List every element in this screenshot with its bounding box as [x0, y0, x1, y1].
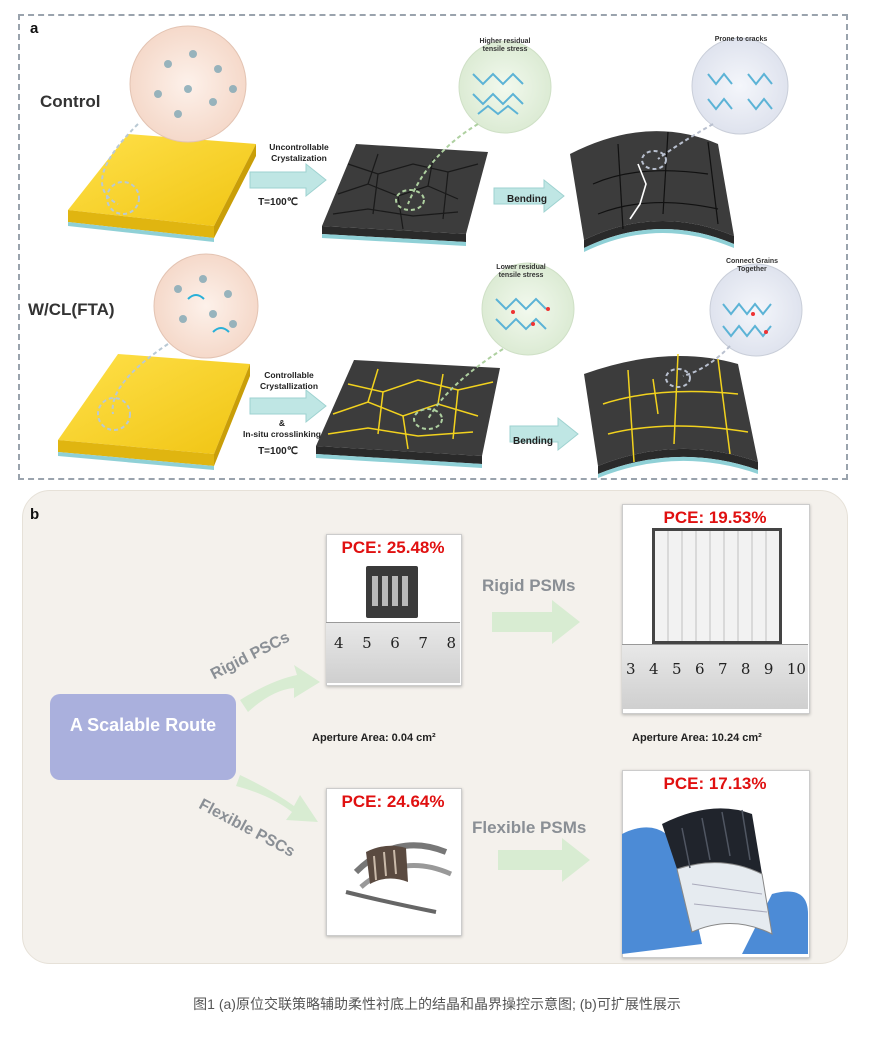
ruler-2-tick: 8 [740, 660, 751, 678]
process-label-fta-2: In-situ crosslinking [243, 429, 321, 439]
ruler-1-tick: 5 [362, 634, 372, 652]
substrate-fta [58, 354, 250, 470]
process-label-control: Uncontrollable Crystalization [269, 142, 329, 163]
temp-label-fta: T=100℃ [258, 446, 298, 457]
pce-rigid-psm: PCE: 19.53% [663, 508, 767, 527]
ruler-1-tick: 8 [446, 634, 456, 652]
ruler-1-tick: 7 [418, 634, 428, 652]
molecule-bubble-fta [153, 253, 259, 359]
pce-rigid-psc: PCE: 25.48% [341, 538, 445, 557]
ruler-2-tick: 10 [786, 660, 806, 678]
arrow-control-1 [249, 162, 327, 198]
ruler-2-tick: 4 [648, 660, 659, 678]
row-label-control: Control [40, 92, 101, 111]
process-label-fta-amp: & [278, 418, 286, 428]
ruler-2-tick: 5 [671, 660, 682, 678]
ruler-2 [622, 644, 808, 709]
flexible-psms-label: Flexible PSMs [472, 818, 587, 837]
route-box [50, 694, 236, 780]
bend-label-fta: Bending [513, 436, 553, 447]
bubble-text-lower-stress: Lower residual tensile stress [496, 264, 546, 279]
ruler-1 [326, 622, 460, 683]
row-label-fta: W/CL(FTA) [28, 300, 115, 319]
bubble-text-prone-cracks: Prone to cracks [714, 36, 768, 43]
ruler-1-numbers: 4 5 6 7 8 [334, 634, 456, 652]
panel-a-frame [18, 14, 848, 480]
ruler-1-tick: 4 [334, 634, 344, 652]
figure-caption: 图1 (a)原位交联策略辅助柔性衬底上的结晶和晶界操控示意图; (b)可扩展性展… [193, 996, 681, 1012]
aperture-large-label: Aperture Area: 10.24 cm² [632, 732, 762, 744]
temp-label-control: T=100℃ [258, 197, 298, 208]
process-label-fta-1: Controllable Crystallization [259, 370, 319, 391]
route-text: A Scalable Route [69, 715, 217, 735]
film-control [322, 144, 488, 246]
stress-bubble-fta [481, 262, 575, 356]
ruler-2-numbers: 3 4 5 6 7 8 9 10 [626, 660, 806, 678]
panel-b-arrows [236, 600, 590, 882]
ruler-2-tick: 7 [717, 660, 728, 678]
stress-bubble-control [458, 40, 552, 134]
bent-flex-cell-image [345, 842, 453, 914]
arrow-control-2 [493, 178, 565, 214]
bent-film-fta [584, 353, 758, 478]
flexible-module-image [622, 808, 808, 954]
ruler-2-tick: 3 [626, 660, 636, 678]
connect-bubble-fta [709, 263, 803, 357]
arrow-fta-1 [249, 388, 327, 424]
film-fta [316, 360, 500, 468]
bent-film-control [570, 131, 734, 252]
ruler-2-tick: 9 [763, 660, 774, 678]
small-cell-device [366, 566, 418, 618]
pce-flex-psm: PCE: 17.13% [663, 774, 767, 793]
bubble-text-connect-grains: Connect Grains Together [725, 258, 779, 273]
ruler-1-tick: 6 [390, 634, 400, 652]
ruler-2-tick: 6 [694, 660, 705, 678]
bubble-text-higher-stress: Higher residual tensile stress [479, 38, 531, 53]
aperture-small-label: Aperture Area: 0.04 cm² [312, 732, 436, 744]
arrow-fta-2 [509, 416, 579, 452]
bend-label-control: Bending [507, 194, 547, 205]
module-device [652, 528, 782, 644]
panel-b-label: b [30, 506, 40, 523]
crack-bubble-control [691, 37, 789, 135]
panel-a-schematic [58, 25, 803, 478]
panel-a-label: a [30, 20, 39, 37]
pce-flex-psc: PCE: 24.64% [341, 792, 445, 811]
molecule-bubble-control [129, 25, 247, 143]
substrate-control [68, 134, 256, 242]
rigid-psms-label: Rigid PSMs [482, 576, 576, 595]
